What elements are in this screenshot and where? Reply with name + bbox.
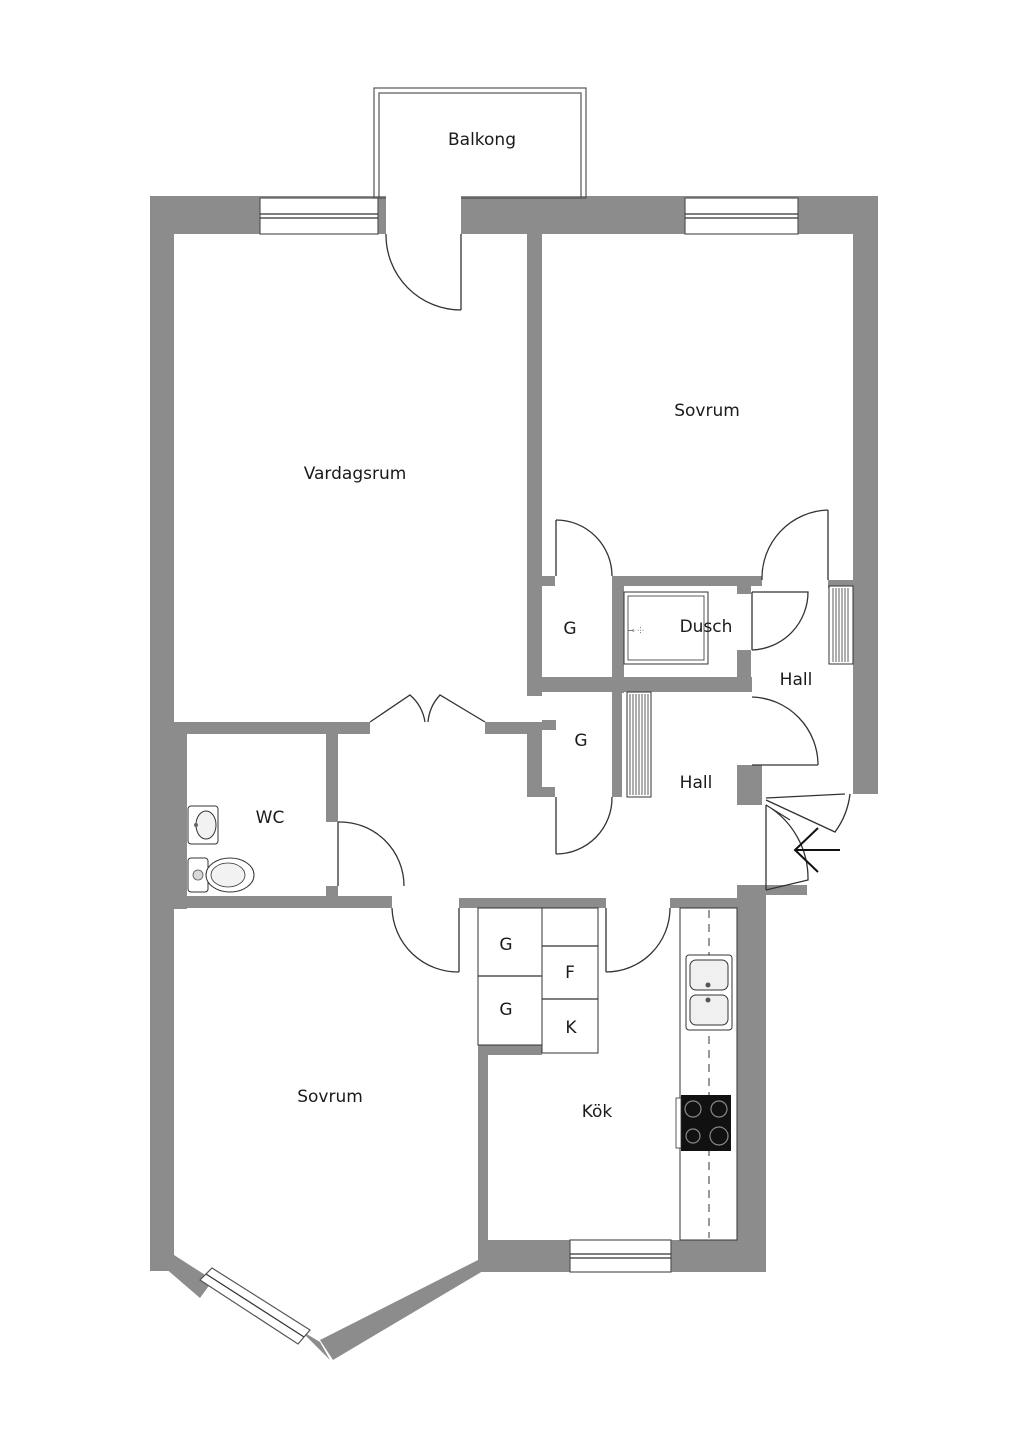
label-sovrum-top: Sovrum xyxy=(674,401,740,421)
label-hall-upper: Hall xyxy=(780,670,813,690)
radiator-hall-icon xyxy=(626,691,652,798)
label-dusch: Dusch xyxy=(680,617,733,637)
kitchen-sink-icon xyxy=(685,954,733,1031)
label-closet-g-middle: G xyxy=(574,731,587,751)
label-vardagsrum: Vardagsrum xyxy=(304,464,407,484)
label-kok: Kök xyxy=(582,1102,613,1122)
label-closet-g-kitchen-1: G xyxy=(499,935,512,955)
kitchen-closets xyxy=(477,907,599,1054)
entrance-arrow-icon xyxy=(793,827,840,873)
label-balkong: Balkong xyxy=(448,130,516,150)
window-bedroom-top xyxy=(684,197,799,235)
room-labels: Vardagsrum Sovrum Dusch Hall Hall WC Sov… xyxy=(256,401,813,1122)
stove-icon xyxy=(675,1095,731,1151)
window-kitchen xyxy=(569,1239,672,1273)
label-hall-lower: Hall xyxy=(680,773,713,793)
doors xyxy=(337,196,851,973)
sink-icon xyxy=(187,805,219,845)
walls xyxy=(150,196,878,1360)
radiator-icon xyxy=(828,585,854,665)
svg-text:⊸ ⸭: ⊸ ⸭ xyxy=(628,626,644,635)
windows xyxy=(199,197,799,1345)
label-fridge: K xyxy=(565,1018,577,1038)
balcony: Balkong xyxy=(373,87,587,199)
label-freezer: F xyxy=(565,963,575,983)
label-wc: WC xyxy=(256,808,285,828)
window-living-room xyxy=(259,197,379,235)
label-closet-g-upper: G xyxy=(563,619,576,639)
label-closet-g-kitchen-2: G xyxy=(499,1000,512,1020)
shower-tray: ⊸ ⸭ xyxy=(623,591,709,665)
label-sovrum-bottom: Sovrum xyxy=(297,1087,363,1107)
toilet-icon xyxy=(187,857,255,893)
